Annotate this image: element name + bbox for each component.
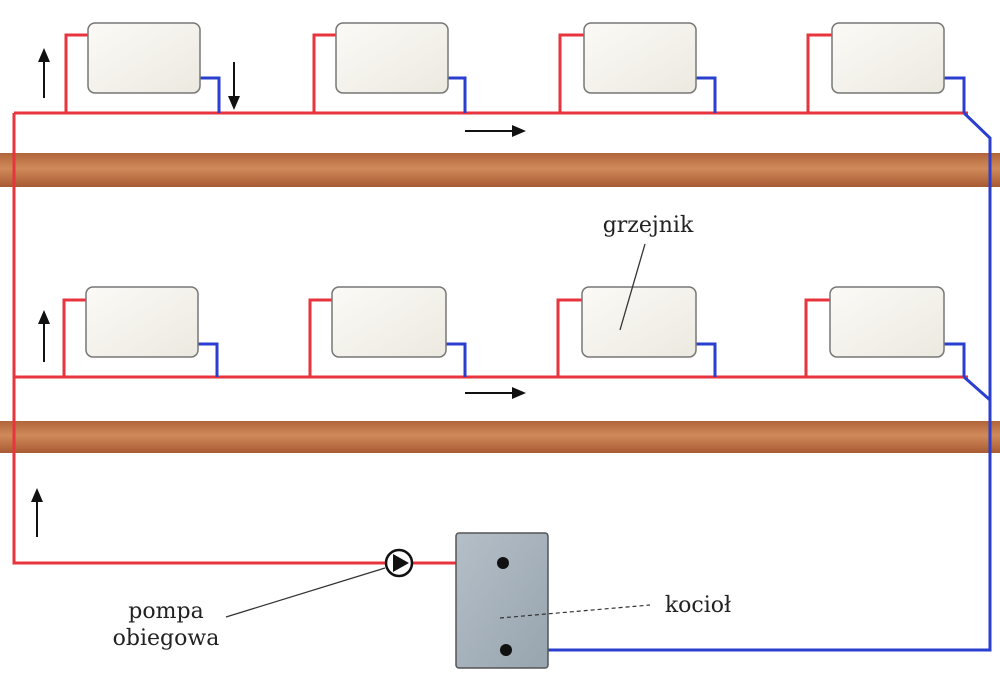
floor-slab-lower: [0, 421, 1000, 453]
boiler-supply-connection: [497, 557, 509, 569]
return-pipes: [198, 76, 992, 652]
lower-radiator-4-supply: [804, 298, 830, 377]
lower-radiator-1-supply: [62, 298, 86, 377]
radiator: [87, 22, 201, 94]
radiator-label: grzejnik: [603, 213, 694, 238]
radiator: [581, 286, 697, 358]
upper-radiator-3-return: [696, 76, 717, 113]
pump-label-line2: obiegowa: [113, 626, 220, 651]
arrow-up-icon: [31, 488, 43, 537]
pump-label-line1: pompa: [128, 599, 203, 624]
supply-riser: [12, 113, 390, 565]
radiator: [831, 22, 945, 94]
boiler-label: kocioł: [665, 593, 731, 618]
boiler: [455, 532, 549, 669]
arrow-up-icon: [38, 310, 50, 362]
lower-radiator-2-supply: [308, 298, 332, 377]
lower-radiator-3-supply: [556, 298, 582, 377]
arrow-right-icon: [465, 125, 526, 137]
upper-radiator-2-supply: [312, 33, 336, 113]
upper-radiator-2-return: [448, 76, 467, 113]
return-riser: [508, 111, 992, 652]
upper-radiator-4-return: [944, 76, 966, 113]
arrow-down-icon: [228, 62, 240, 110]
radiator: [85, 286, 199, 358]
upper-radiator-3-supply: [558, 33, 584, 113]
radiator: [331, 286, 447, 358]
radiator: [583, 22, 697, 94]
upper-radiator-1-supply: [64, 33, 88, 113]
upper-radiators: [87, 22, 945, 94]
return-lower-join: [963, 375, 991, 402]
lower-radiator-1-return: [198, 342, 219, 377]
upper-radiator-1-return: [200, 76, 221, 113]
lower-radiator-4-return: [944, 342, 966, 377]
upper-radiator-4-supply: [806, 33, 832, 113]
flow-arrows: [31, 48, 526, 537]
supply-pipes: [12, 33, 968, 565]
radiator: [829, 286, 945, 358]
arrow-right-icon: [465, 387, 526, 399]
arrow-up-icon: [38, 48, 50, 98]
lower-radiator-3-return: [696, 342, 717, 377]
boiler-return-connection: [500, 644, 512, 656]
radiator-leader-line: [619, 243, 646, 331]
radiator: [335, 22, 449, 94]
floor-slab-upper: [0, 153, 1000, 187]
lower-radiator-2-return: [446, 342, 467, 377]
pump-leader-line: [225, 567, 386, 618]
circulation-pump-icon: [384, 548, 414, 578]
lower-radiators: [85, 286, 945, 358]
